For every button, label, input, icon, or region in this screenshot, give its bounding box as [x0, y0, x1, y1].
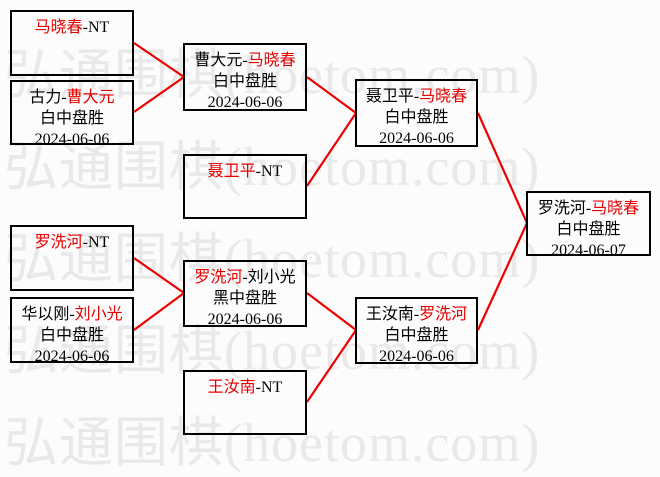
player-name: 古力- — [29, 89, 67, 106]
match-box-2: 古力-曹大元 白中盘胜 2024-06-06 — [10, 80, 134, 148]
player-name: 罗洗河 — [34, 234, 83, 251]
connector-line — [133, 42, 185, 78]
match-box-8: 王汝南-NT — [183, 370, 307, 435]
match-date — [12, 59, 132, 80]
match-players: 王汝南-罗洗河 — [357, 304, 476, 325]
match-result — [12, 253, 132, 274]
tournament-bracket: 弘通围棋(hoetom.com) 弘通围棋(hoetom.com) 弘通围棋(h… — [4, 10, 651, 473]
match-players: 华以刚-刘小光 — [12, 304, 132, 325]
player-name: 马晓春 — [34, 19, 83, 36]
match-box-7: 罗洗河-刘小光 黑中盘胜 2024-06-06 — [183, 260, 307, 328]
match-result — [185, 398, 305, 419]
player-name: -NT — [82, 19, 110, 36]
match-date — [12, 274, 132, 295]
player-name: -NT — [82, 234, 110, 251]
match-result: 黑中盘胜 — [212, 290, 277, 307]
player-name: 华以刚- — [21, 306, 75, 323]
match-players: 罗洗河-刘小光 — [185, 267, 305, 288]
match-players: 古力-曹大元 — [12, 87, 132, 108]
match-result — [12, 38, 132, 59]
player-name: 马晓春 — [591, 200, 640, 217]
match-date: 2024-06-06 — [34, 131, 110, 148]
connector-line — [133, 257, 185, 294]
match-players: 罗洗河-NT — [12, 232, 132, 253]
match-players: 罗洗河-马晓春 — [528, 198, 649, 219]
connector-line — [306, 76, 357, 114]
match-result: 白中盘胜 — [212, 73, 277, 90]
match-date — [185, 419, 305, 440]
player-name: 王汝南 — [207, 379, 256, 396]
player-name: -NT — [255, 379, 283, 396]
player-name: 罗洗河 — [419, 306, 468, 323]
match-players: 聂卫平-NT — [185, 161, 305, 182]
match-date: 2024-06-06 — [379, 130, 454, 147]
player-name: 马晓春 — [247, 52, 296, 69]
match-box-1: 马晓春-NT — [10, 10, 134, 76]
match-date: 2024-06-07 — [551, 242, 626, 259]
player-name: 聂卫平 — [207, 163, 256, 180]
match-result: 白中盘胜 — [39, 110, 104, 127]
match-result: 白中盘胜 — [39, 327, 104, 344]
match-result: 白中盘胜 — [556, 221, 621, 238]
match-date: 2024-06-06 — [379, 348, 454, 365]
player-name: 刘小光 — [74, 306, 123, 323]
match-date: 2024-06-06 — [34, 348, 110, 365]
connector-line — [476, 222, 529, 331]
match-box-10: 王汝南-罗洗河 白中盘胜 2024-06-06 — [355, 297, 478, 365]
player-name: 曹大元- — [194, 52, 248, 69]
player-name: 聂卫平- — [365, 88, 420, 105]
match-date: 2024-06-06 — [207, 311, 283, 328]
player-name: 罗洗河- — [537, 200, 592, 217]
bracket-connectors — [133, 42, 529, 403]
match-players: 曹大元-马晓春 — [185, 50, 305, 71]
player-name: 王汝南- — [365, 306, 420, 323]
match-box-5: 曹大元-马晓春 白中盘胜 2024-06-06 — [183, 43, 307, 111]
match-box-4: 华以刚-刘小光 白中盘胜 2024-06-06 — [10, 297, 134, 365]
connector-line — [476, 112, 529, 224]
connector-line — [133, 76, 185, 113]
match-result: 白中盘胜 — [384, 109, 449, 126]
player-name: 罗洗河 — [194, 269, 243, 286]
connector-line — [306, 292, 357, 331]
player-name: -NT — [255, 163, 283, 180]
match-result: 白中盘胜 — [384, 327, 449, 344]
player-name: 曹大元 — [66, 89, 115, 106]
match-players: 聂卫平-马晓春 — [357, 86, 476, 107]
watermark-text: 弘通围棋(hoetom.com) — [4, 137, 541, 197]
match-result — [185, 182, 305, 203]
match-players: 王汝南-NT — [185, 377, 305, 398]
match-box-6: 聂卫平-NT — [183, 154, 307, 219]
connector-line — [306, 112, 357, 187]
connector-line — [133, 292, 185, 331]
match-box-11: 罗洗河-马晓春 白中盘胜 2024-06-07 — [526, 191, 651, 259]
match-date — [185, 203, 305, 224]
match-players: 马晓春-NT — [12, 17, 132, 38]
player-name: -刘小光 — [242, 269, 296, 286]
connector-line — [306, 329, 357, 403]
match-box-3: 罗洗河-NT — [10, 225, 134, 291]
watermark-text: 弘通围棋(hoetom.com) — [4, 229, 541, 289]
match-box-9: 聂卫平-马晓春 白中盘胜 2024-06-06 — [355, 79, 478, 147]
player-name: 马晓春 — [419, 88, 468, 105]
match-date: 2024-06-06 — [207, 94, 283, 111]
